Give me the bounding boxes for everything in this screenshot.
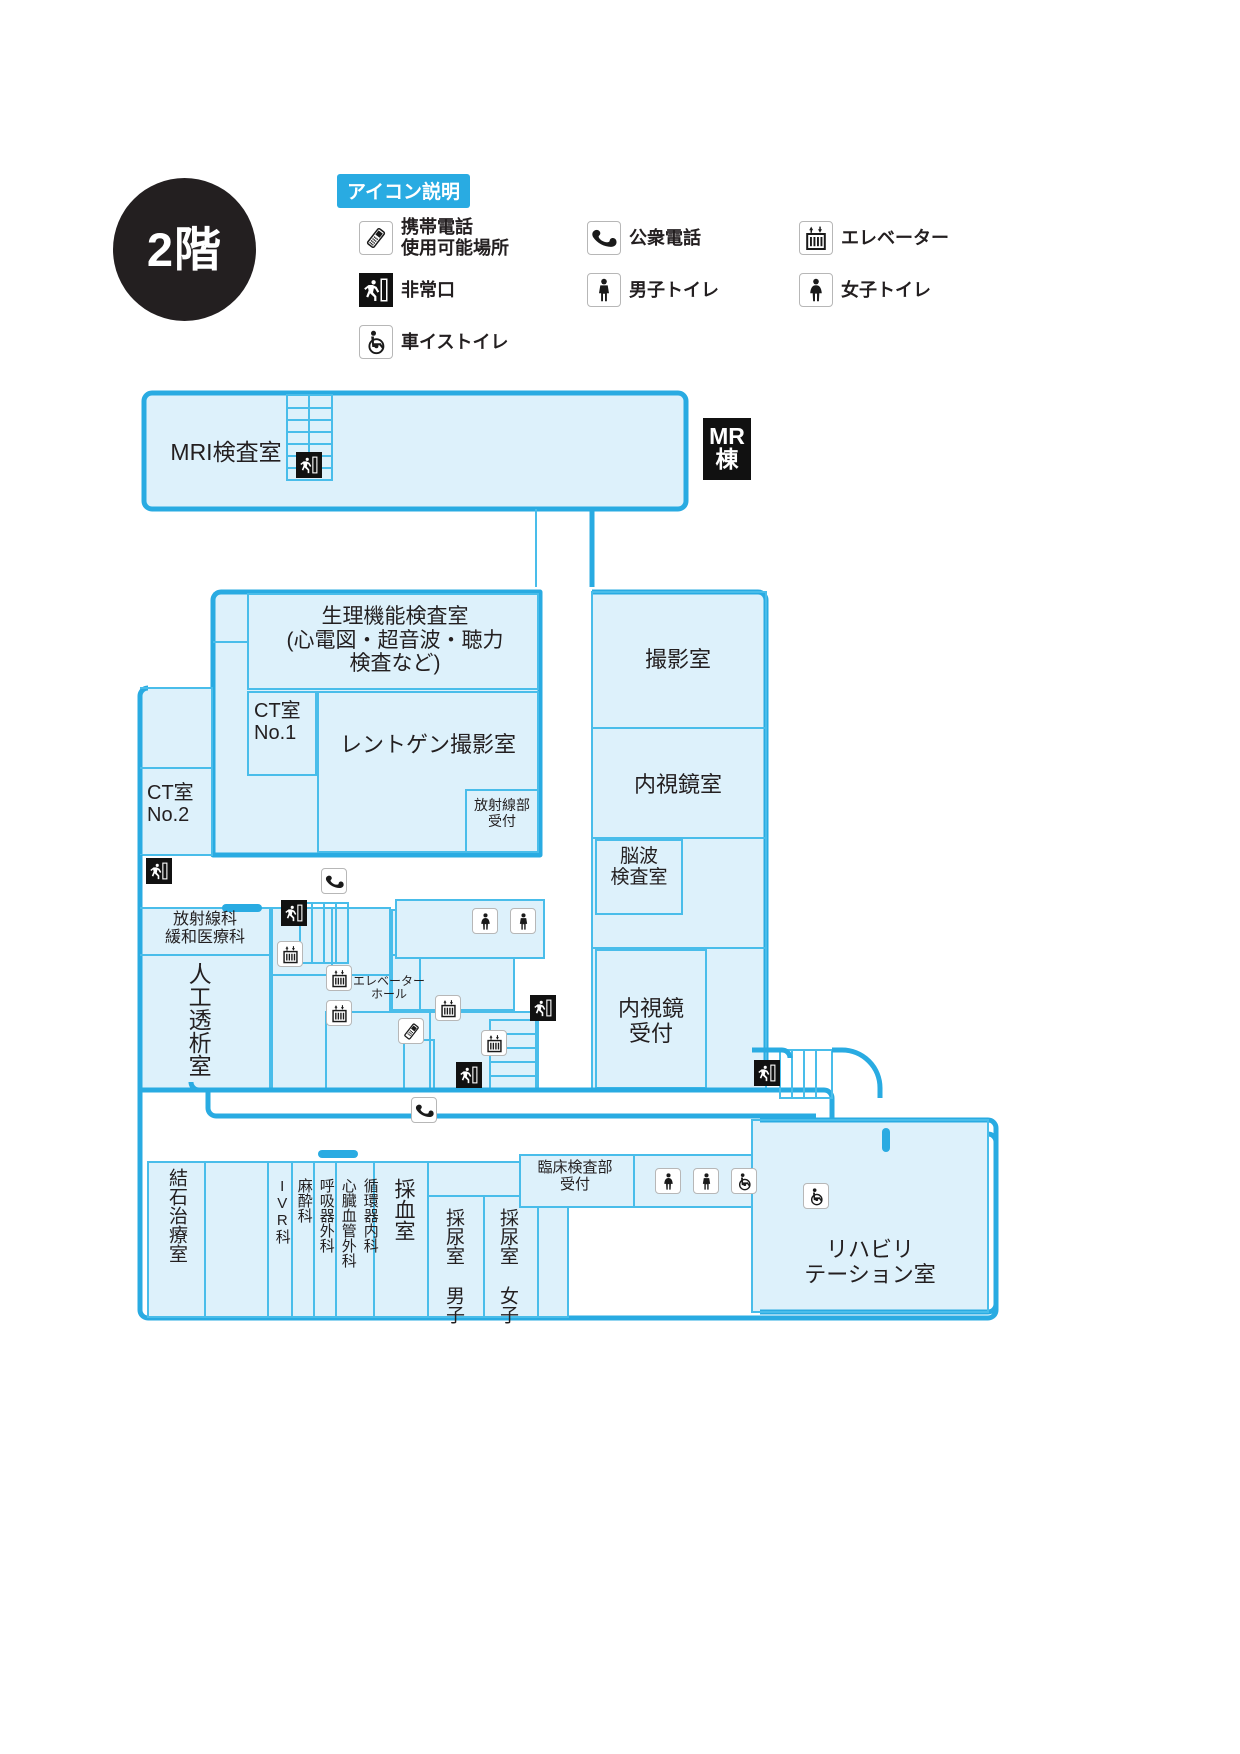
floor-badge: 2階	[113, 178, 256, 321]
public-phone-icon	[411, 1097, 437, 1123]
mens-toilet-icon	[510, 908, 536, 934]
mobile-phone-icon	[359, 221, 393, 255]
legend-label-public-phone: 公衆電話	[629, 227, 701, 248]
legend-column-3: エレベーター 女子トイレ	[799, 212, 999, 316]
wheelchair-toilet-icon	[803, 1183, 829, 1209]
womens-toilet-icon	[655, 1168, 681, 1194]
legend-item-public-phone: 公衆電話	[587, 212, 787, 264]
legend-item-womens-toilet: 女子トイレ	[799, 264, 999, 316]
mens-toilet-icon	[587, 273, 621, 307]
emergency-exit-icon	[281, 900, 307, 926]
map-zone-lower-wing	[137, 1047, 999, 1321]
legend-item-mens-toilet: 男子トイレ	[587, 264, 787, 316]
elevator-icon	[326, 965, 352, 991]
womens-toilet-icon	[472, 908, 498, 934]
emergency-exit-icon	[530, 995, 556, 1021]
elevator-icon	[277, 941, 303, 967]
elevator-icon	[326, 1000, 352, 1026]
map-zone-ct2	[137, 685, 213, 856]
legend-column-2: 公衆電話 男子トイレ	[587, 212, 787, 316]
door-marker-bottom	[318, 1150, 358, 1158]
womens-toilet-icon	[799, 273, 833, 307]
wheelchair-toilet-icon	[359, 325, 393, 359]
legend-label-elevator: エレベーター	[841, 227, 949, 248]
map-zone-mri-wing	[141, 390, 689, 587]
emergency-exit-icon	[359, 273, 393, 307]
legend-item-wheelchair-toilet: 車イストイレ	[359, 316, 559, 368]
stairs-mri	[286, 394, 333, 481]
legend-label-emergency-exit: 非常口	[401, 279, 455, 300]
wheelchair-toilet-icon	[731, 1168, 757, 1194]
legend-label-mobile-phone: 携帯電話 使用可能場所	[401, 217, 509, 258]
emergency-exit-icon	[296, 452, 322, 478]
map-zone-right-column	[591, 589, 769, 1091]
legend-label-womens-toilet: 女子トイレ	[841, 279, 931, 300]
stairs-core-upper	[299, 902, 349, 964]
floor-label: 2階	[146, 223, 223, 276]
emergency-exit-icon	[456, 1062, 482, 1088]
elevator-icon	[435, 995, 461, 1021]
elevator-icon	[481, 1030, 507, 1056]
door-marker	[222, 904, 262, 912]
legend-label-mens-toilet: 男子トイレ	[629, 279, 719, 300]
mobile-phone-icon	[398, 1018, 424, 1044]
map-zone-diagnostics	[210, 589, 543, 858]
public-phone-icon	[321, 868, 347, 894]
door-marker-rehab	[882, 1128, 890, 1152]
legend-label-wheelchair-toilet: 車イストイレ	[401, 331, 509, 352]
legend-item-elevator: エレベーター	[799, 212, 999, 264]
elevator-icon	[799, 221, 833, 255]
public-phone-icon	[587, 221, 621, 255]
legend-column-1: 携帯電話 使用可能場所 非常口	[359, 212, 559, 368]
legend-item-mobile-phone: 携帯電話 使用可能場所	[359, 212, 559, 264]
mens-toilet-icon	[693, 1168, 719, 1194]
legend-title: アイコン説明	[337, 174, 471, 208]
legend: アイコン説明	[337, 174, 977, 364]
emergency-exit-icon	[754, 1060, 780, 1086]
legend-item-emergency-exit: 非常口	[359, 264, 559, 316]
emergency-exit-icon	[146, 858, 172, 884]
